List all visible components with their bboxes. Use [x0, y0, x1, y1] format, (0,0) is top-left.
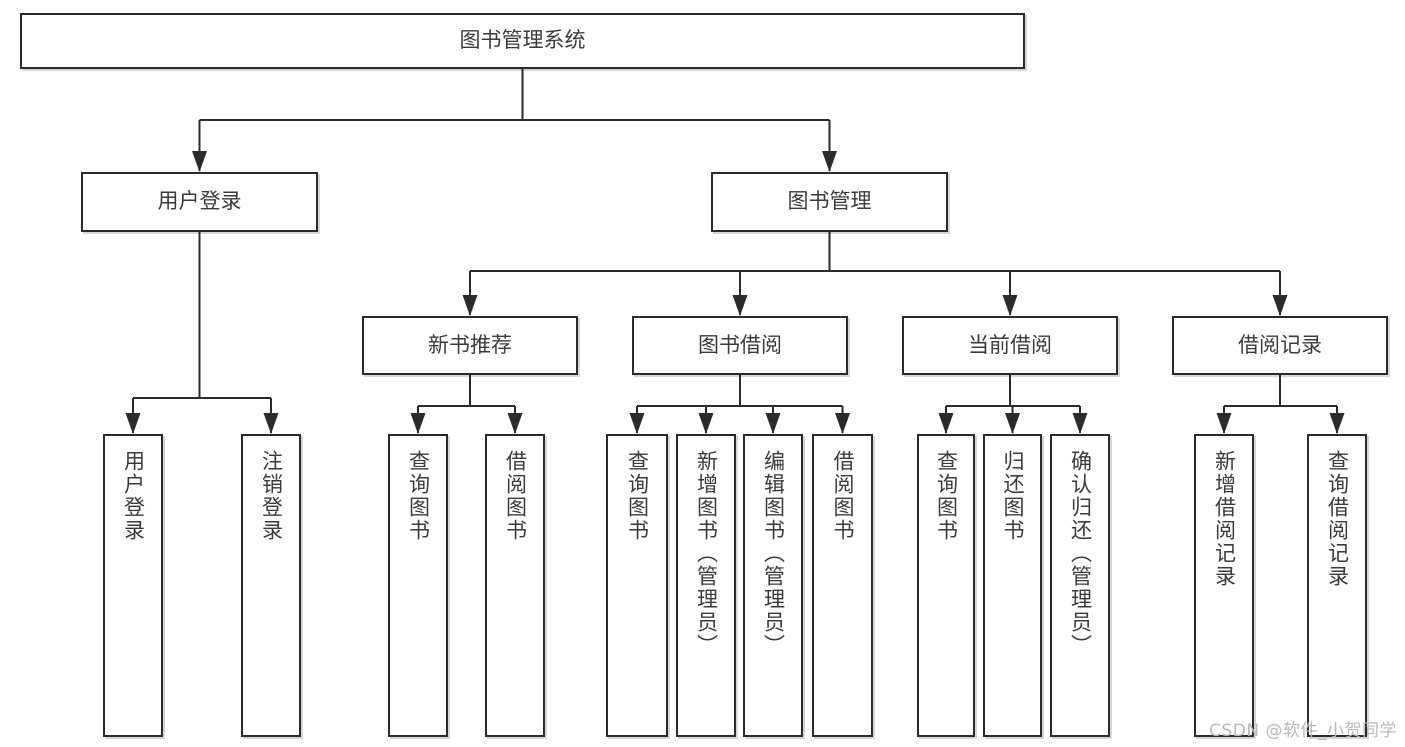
- node-label: 查询图书: [625, 450, 650, 542]
- node-label: 查询图书: [934, 450, 959, 542]
- node-label: 图书管理系统: [459, 28, 586, 53]
- node-new-book-recommend[interactable]: 新书推荐: [362, 316, 578, 375]
- node-label: 新书推荐: [428, 332, 512, 357]
- leaf-record-query-record[interactable]: 查询借阅记录: [1307, 434, 1367, 737]
- leaf-current-query-book[interactable]: 查询图书: [917, 434, 975, 737]
- node-label: 当前借阅: [968, 332, 1052, 357]
- node-label: 借阅图书: [503, 450, 528, 542]
- leaf-record-add-record[interactable]: 新增借阅记录: [1194, 434, 1254, 737]
- node-label: 确认归还（管理员）: [1068, 450, 1093, 657]
- node-user-login[interactable]: 用户登录: [81, 172, 318, 232]
- node-label: 图书借阅: [698, 332, 782, 357]
- leaf-borrow-edit-book[interactable]: 编辑图书（管理员）: [743, 434, 803, 737]
- node-label: 借阅图书: [831, 450, 855, 542]
- node-borrow-record[interactable]: 借阅记录: [1172, 316, 1388, 375]
- node-label: 新增借阅记录: [1212, 450, 1237, 588]
- node-book-borrow[interactable]: 图书借阅: [632, 316, 848, 375]
- node-label: 图书管理: [787, 189, 872, 214]
- leaf-current-confirm-return[interactable]: 确认归还（管理员）: [1050, 434, 1110, 737]
- node-label: 注销登录: [259, 450, 284, 542]
- leaf-user-logout[interactable]: 注销登录: [241, 434, 301, 737]
- leaf-newbook-query-book[interactable]: 查询图书: [388, 434, 448, 737]
- node-root[interactable]: 图书管理系统: [20, 13, 1025, 69]
- node-current-borrow[interactable]: 当前借阅: [902, 316, 1118, 375]
- node-label: 新增图书（管理员）: [694, 450, 719, 657]
- leaf-borrow-borrow-book[interactable]: 借阅图书: [812, 434, 873, 737]
- watermark: CSDN @软件_小贺同学: [1209, 721, 1397, 741]
- leaf-user-login[interactable]: 用户登录: [103, 434, 163, 737]
- leaf-borrow-query-book[interactable]: 查询图书: [606, 434, 668, 737]
- node-label: 用户登录: [157, 189, 242, 214]
- node-label: 编辑图书（管理员）: [761, 450, 786, 657]
- node-label: 查询借阅记录: [1325, 450, 1350, 588]
- leaf-current-return-book[interactable]: 归还图书: [983, 434, 1042, 737]
- node-label: 用户登录: [121, 450, 146, 542]
- node-book-management[interactable]: 图书管理: [711, 172, 948, 232]
- node-label: 查询图书: [406, 450, 431, 542]
- node-label: 归还图书: [1001, 450, 1025, 542]
- leaf-borrow-add-book[interactable]: 新增图书（管理员）: [676, 434, 736, 737]
- node-label: 借阅记录: [1238, 332, 1322, 357]
- leaf-newbook-borrow-book[interactable]: 借阅图书: [485, 434, 545, 737]
